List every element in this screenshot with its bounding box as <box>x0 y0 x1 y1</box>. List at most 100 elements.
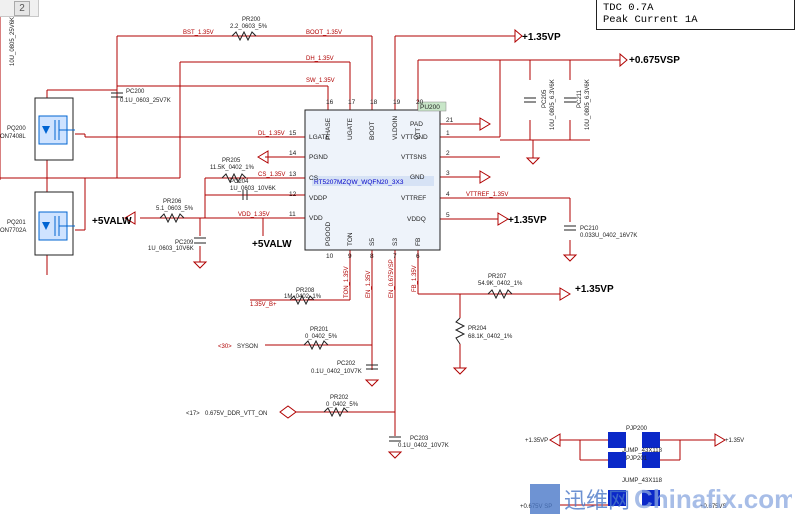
ic-pin-number: 21 <box>446 117 454 124</box>
pr204-ref: PR204 <box>468 326 487 332</box>
rail-5v-mid: +5VALW <box>252 239 292 250</box>
ic-pin-number: 15 <box>289 130 297 137</box>
rail-135-top: +1.35VP <box>522 32 561 43</box>
current-note: TDC 0.7A Peak Current 1A <box>596 0 795 30</box>
watermark-cn: 迅维网 <box>564 489 630 514</box>
ic-pin-number: 19 <box>393 99 401 106</box>
ic-part: RT5207MZQW_WQFN20_3X3 <box>314 179 404 186</box>
net-syson-ref: <30> <box>218 344 232 350</box>
pr205-symbol <box>221 172 247 184</box>
pjp200-ref: PJP200 <box>626 426 648 432</box>
ic-pin-number: 12 <box>289 191 297 198</box>
pr208-value: 1M_0402_1% <box>284 294 322 300</box>
net-ddr: 0.675V_DDR_VTT_ON <box>205 411 267 417</box>
ic-pin-name: VTTREF <box>401 195 426 202</box>
pc202-ref: PC202 <box>337 361 356 367</box>
ic-pin-number: 9 <box>348 253 352 260</box>
pq200-ref: PQ200 <box>7 126 26 132</box>
ic-ref: PU200 <box>420 104 440 111</box>
pr205-ref: PR205 <box>222 158 241 164</box>
pjp201-ref: PJP201 <box>626 456 648 462</box>
ic-pin-number: 16 <box>326 99 334 106</box>
net-ton: TON_1.35V <box>344 266 350 298</box>
ic-pin-name: TON <box>347 232 354 246</box>
pq201-mosfet <box>34 191 75 256</box>
net-bst: BST_1.35V <box>183 30 214 36</box>
pc210-value: 0.033U_0402_16V7K <box>580 233 637 239</box>
ic-pin-number: 20 <box>416 99 424 106</box>
ic-pin-number: 17 <box>348 99 356 106</box>
pjp200-value: JUMP_43X118 <box>622 448 663 454</box>
pc203-ref: PC203 <box>410 436 429 442</box>
pc205-ref: PC205 <box>542 89 548 108</box>
pr207-value: 54.9K_0402_1% <box>478 281 523 287</box>
ic-pin-name: VTT <box>415 128 422 140</box>
page-tab-number[interactable]: 2 <box>14 1 30 16</box>
pr204-symbol <box>454 317 466 345</box>
pr208-symbol <box>289 294 315 306</box>
grounds <box>192 157 578 459</box>
ic-ref-highlight <box>417 101 447 112</box>
pc210-ref: PC210 <box>580 226 599 232</box>
ic-pin-number: 8 <box>370 253 374 260</box>
ic-pin-name: CS <box>309 175 319 182</box>
pjp201-value: JUMP_43X118 <box>622 478 663 484</box>
ic-pin-number: 4 <box>446 191 450 198</box>
ic-pin-number: 6 <box>416 253 420 260</box>
pr208-ref: PR208 <box>296 288 315 294</box>
net-dh: DH_1.35V <box>306 56 334 62</box>
ic-pins: 15LGATE14PGND13CS12VDDP11VDD16PHASE17UGA… <box>289 99 454 260</box>
rail-5v-left: +5VALW <box>92 216 132 227</box>
net-boot: BOOT_1.35V <box>306 30 342 36</box>
pc209-value: 1U_0603_10V6K <box>148 246 194 252</box>
pc204-ref: PC204 <box>230 179 249 185</box>
ic-pin-name: VDDP <box>309 195 327 202</box>
ic-pin-name: LGATE <box>309 134 330 141</box>
left-cap-value: 10U_0805_25V6K <box>10 17 16 66</box>
ic-pin-name: PGOOD <box>325 221 332 246</box>
net-cs: CS_1.35V <box>258 172 285 178</box>
net-en0675: EN_0.675VSP <box>389 259 395 298</box>
net-vttref: VTTREF_1.35V <box>466 192 508 198</box>
vertical-labels: 10U_0805_25V6K PC205 10U_0805_6.3V6K PC2… <box>10 17 591 298</box>
pc209-ref: PC209 <box>175 240 194 246</box>
pr201-ref: PR201 <box>310 327 329 333</box>
pr204-value: 68.1K_0402_1% <box>468 334 513 340</box>
ic-pin-name: VDD <box>309 215 323 222</box>
resistors <box>159 30 513 418</box>
ic-pin-name: PHASE <box>325 117 332 140</box>
pr206-ref: PR206 <box>163 199 182 205</box>
pr207-symbol <box>487 288 513 300</box>
pr200-ref: PR200 <box>242 17 261 23</box>
ic-pin-name: VTTSNS <box>401 154 427 161</box>
net-en: EN_1.35V <box>366 271 372 298</box>
arrows <box>124 28 726 447</box>
pr205-value: 11.5K_0402_1% <box>210 165 255 171</box>
pc204-value: 1U_0603_10V6K <box>230 186 276 192</box>
ic-pin-name: S5 <box>369 238 376 246</box>
ic-pin-name: VTTGND <box>401 134 428 141</box>
pc205-value: 10U_0805_6.3V6K <box>550 79 556 130</box>
net-sw: SW_1.35V <box>306 78 335 84</box>
rail-0675: +0.675VSP <box>629 55 680 66</box>
ic-pin-name: GND <box>410 174 425 181</box>
pq200-mosfet <box>34 97 75 161</box>
tdc-line: TDC 0.7A <box>603 2 654 14</box>
labels: BST_1.35V BOOT_1.35V DH_1.35V SW_1.35V D… <box>0 17 744 510</box>
pc211-value: 10U_0805_6.3V6K <box>585 79 591 130</box>
ic-pin-name: BOOT <box>369 122 376 140</box>
ic-pin-name: PAD <box>410 121 423 128</box>
ic-pin-number: 5 <box>446 212 450 219</box>
net-dl: DL_1.35V <box>258 131 285 137</box>
pc211-ref: PC211 <box>577 89 583 108</box>
pr206-value: 5.1_0603_5% <box>156 206 194 212</box>
page-tab[interactable]: 2 <box>0 0 39 17</box>
pr200-value: 2.2_0603_5% <box>230 24 268 30</box>
watermark-domain: Chinafix.com <box>634 484 792 514</box>
pr201-value: 0_0402_5% <box>305 334 338 340</box>
rail-135-fb: +1.35VP <box>575 284 614 295</box>
ic-pin-number: 11 <box>289 211 296 218</box>
jumpers <box>608 432 660 506</box>
pc203-value: 0.1U_0402_10V7K <box>398 443 449 449</box>
